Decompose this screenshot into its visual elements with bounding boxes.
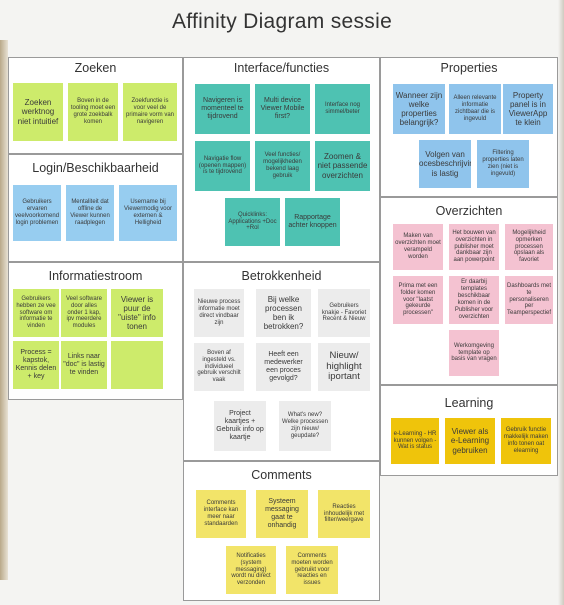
- section-login: Login/Beschikbaarheid Gebruikers ervaren…: [8, 154, 183, 262]
- sticky-note[interactable]: Viewer is puur de "uiste" info tonen: [111, 289, 163, 337]
- sticky-note[interactable]: Comments interface kan meer naar standaa…: [196, 490, 246, 538]
- section-betrokkenheid: Betrokkenheid Nieuwe process informatie …: [183, 262, 380, 461]
- sticky-note[interactable]: Quicklinks: Applications +Doc +Rol: [225, 198, 280, 246]
- sticky-note[interactable]: Viewer als e-Learning gebruiken: [445, 418, 495, 464]
- sticky-note[interactable]: Zoekfunctie is voor veel de primaire vor…: [123, 83, 177, 141]
- board-title: Affinity Diagram sessie: [171, 10, 393, 33]
- section-title: Comments: [251, 468, 312, 482]
- sticky-note[interactable]: Mogelijkheid opmerken processen opslaan …: [505, 224, 553, 270]
- section-overzichten: Overzichten Maken van overzichten moet v…: [380, 197, 558, 385]
- section-learning: Learning e-Learning - HR kunnen volgen -…: [380, 385, 558, 476]
- sticky-note[interactable]: Prima met een folder komen voor "laatst …: [393, 276, 443, 324]
- sticky-note[interactable]: Werkomgeving template op basis van vrage…: [449, 330, 499, 376]
- sticky-note[interactable]: Gebruikers knakje - Favoriet Recent & Ni…: [318, 289, 370, 337]
- section-informatiestroom: Informatiestroom Gebruikers hebben ze ve…: [8, 262, 183, 400]
- sticky-note[interactable]: Links naar "doc" is lastig te vinden: [61, 341, 107, 389]
- sticky-note[interactable]: Multi device Viewer Mobile first?: [255, 84, 310, 134]
- sticky-note[interactable]: Nieuw/ highlight iportant: [318, 343, 370, 391]
- sticky-note[interactable]: What's new? Welke processen zijn nieuw/ …: [279, 401, 331, 451]
- sticky-note[interactable]: Veel functies/ mogelijkheden bekend laag…: [255, 141, 310, 191]
- sticky-note[interactable]: Gebruikers ervaren veelvoorkomend login …: [13, 185, 61, 241]
- sticky-note[interactable]: Systeem messaging gaat te onhandig: [256, 490, 308, 538]
- sticky-note[interactable]: Gebruik functie makkelijk maken info ton…: [501, 418, 551, 464]
- sticky-note[interactable]: Volgen van procesbeschrijving is lastig: [419, 140, 471, 188]
- sticky-note[interactable]: Rapportage achter knoppen: [285, 198, 340, 246]
- sticky-note[interactable]: Wanneer zijn welke properties belangrijk…: [393, 84, 445, 134]
- section-comments: Comments Comments interface kan meer naa…: [183, 461, 380, 601]
- sticky-note[interactable]: [111, 341, 163, 389]
- section-interface-functies: Interface/functies Navigeren is momentee…: [183, 57, 380, 262]
- sticky-note[interactable]: Zoomen & niet passende overzichten: [315, 141, 370, 191]
- sticky-note[interactable]: Project kaartjes + Gebruik info op kaart…: [214, 401, 266, 451]
- sticky-note[interactable]: Zoeken werktnog niet intuitief: [13, 83, 63, 141]
- sticky-note[interactable]: Username bij Viewermodig voor externen &…: [119, 185, 177, 241]
- section-zoeken: Zoeken Zoeken werktnog niet intuitief Bo…: [8, 57, 183, 154]
- section-title: Overzichten: [435, 204, 503, 218]
- sticky-note[interactable]: Navigatie flow (openen mappen) is te tij…: [195, 141, 250, 191]
- section-properties: Properties Wanneer zijn welke properties…: [380, 57, 558, 197]
- sticky-note[interactable]: Veel software door alles onder 1 kap, ip…: [61, 289, 107, 337]
- sticky-note[interactable]: Dashboards met te personaliseren per Tea…: [505, 276, 553, 324]
- section-title: Interface/functies: [233, 61, 330, 75]
- section-title: Betrokkenheid: [241, 269, 322, 283]
- sticky-note[interactable]: Interface nog simmel/beter: [315, 84, 370, 134]
- background-edge-right: [558, 0, 564, 605]
- sticky-note[interactable]: Er daarbij templates beschikbaar komen i…: [449, 276, 499, 324]
- sticky-note[interactable]: Alleen relevante informatie zichtbaar di…: [449, 84, 501, 134]
- sticky-note[interactable]: Nieuwe process informatie moet direct vi…: [194, 289, 244, 337]
- sticky-note[interactable]: Filtering properties laten zien (niet is…: [477, 140, 529, 188]
- sticky-note[interactable]: Navigeren is momenteel te tijdrovend: [195, 84, 250, 134]
- sticky-note[interactable]: Bij welke processen ben ik betrokken?: [256, 289, 311, 337]
- section-title: Informatiestroom: [48, 269, 143, 283]
- sticky-note[interactable]: Heeft een medewerker een proces gevolgd?: [256, 343, 311, 391]
- sticky-note[interactable]: Gebruikers hebben ze vee software om inf…: [13, 289, 59, 337]
- sticky-note[interactable]: e-Learning - HR kunnen volgen - Wat is s…: [391, 418, 439, 464]
- section-title: Properties: [440, 61, 498, 75]
- section-title: Zoeken: [74, 61, 117, 75]
- sticky-note[interactable]: Boven in de tooling moet een grote zoekb…: [68, 83, 118, 141]
- sticky-note[interactable]: Comments moeten worden gebruikt voor rea…: [286, 546, 338, 594]
- sticky-note[interactable]: Property panel is in ViewerApp te klein: [503, 84, 553, 134]
- section-title: Login/Beschikbaarheid: [32, 161, 159, 175]
- sticky-note[interactable]: Het bouwen van overzichten in publisher …: [449, 224, 499, 270]
- sticky-note[interactable]: Process = kapstok, Kennis delen + key: [13, 341, 59, 389]
- background-edge-left: [0, 40, 8, 580]
- sticky-note[interactable]: Notificaties (system messaging) wordt nu…: [226, 546, 276, 594]
- section-title: Learning: [444, 396, 494, 410]
- sticky-note[interactable]: Reacties inhoudelijk met filter/weergave: [318, 490, 370, 538]
- sticky-note[interactable]: Boven af ingesteld vs. individueel gebru…: [194, 343, 244, 391]
- sticky-note[interactable]: Maken van overzichten moet verampeld wor…: [393, 224, 443, 270]
- sticky-note[interactable]: Mentaliteit dat offline de Viewer kunnen…: [66, 185, 114, 241]
